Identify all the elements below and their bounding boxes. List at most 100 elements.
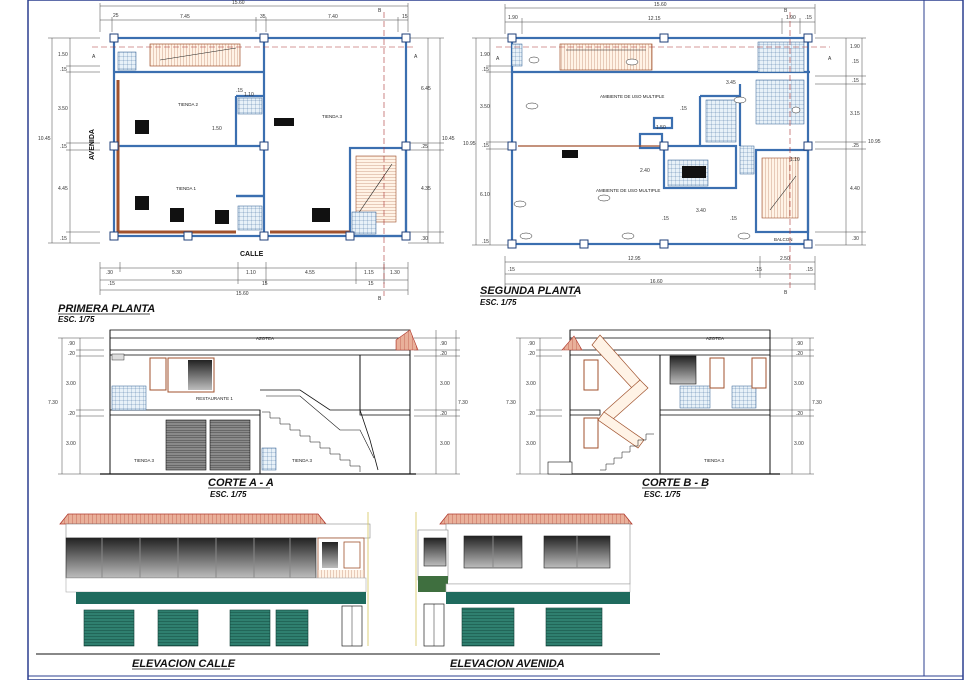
plan2-right-dimensions: 1.90 .15 .15 3.15 .25 4.40 .30 10.95 [815,37,881,246]
plan2-bathroom [705,99,737,143]
dim-text: .15 [508,267,515,273]
section-marker-icon: B [784,290,788,296]
dim-text: .20 [528,351,535,357]
dim-text: 7.40 [328,14,338,20]
corte-bb-title: CORTE B - B [642,477,709,489]
plan2-bathroom [757,41,805,73]
elev-calle-roof [59,513,327,525]
dim-text: 3.00 [440,441,450,447]
dim-text: 10.95 [463,141,476,147]
corte-bb-left-dimensions: .90 .20 3.00 .20 3.00 7.30 [506,337,562,475]
dim-text: .15 [662,216,669,222]
corte-bb-slab [659,409,771,416]
dim-text: .15 [108,281,115,287]
plan1-stair-arrow [159,47,237,61]
dim-text: 1.10 [244,92,254,98]
dim-text: 1.50 [212,126,222,132]
dim-text: 15.60 [654,2,667,8]
elev-avenida-title: ELEVACION AVENIDA [450,658,565,670]
dim-text: 3.45 [726,80,736,86]
dim-text: .20 [528,411,535,417]
dim-text: .20 [440,351,447,357]
corte-aa-wall-tile [111,385,147,411]
plan1-top-dimensions: 15.60 25 7.45 35 7.40 15 [99,0,409,32]
dim-text: .20 [796,411,803,417]
corte-aa-slab [109,349,411,356]
elev-calle-title: ELEVACION CALLE [132,658,236,670]
elevation-avenida: ELEVACION AVENIDA [415,512,633,670]
dim-text: 3.00 [66,441,76,447]
dim-text: 1.90 [508,15,518,21]
dim-text: 4.55 [305,270,315,276]
plan2-stair-top [559,43,653,71]
plan-primera-planta: 15.60 25 7.45 35 7.40 15 1.50 .15 3.50 .… [38,0,455,324]
dim-text: 3.00 [66,381,76,387]
dim-text: 10.45 [442,136,455,142]
dim-text: 3.00 [794,381,804,387]
dim-text: .30 [852,236,859,242]
plan1-stair-core [348,146,408,238]
corte-bb-door [709,357,725,389]
section-marker-icon: A [414,54,418,60]
plan2-title: SEGUNDA PLANTA [480,285,582,297]
dim-text: 15 [402,14,408,20]
section-marker-icon: A [92,54,96,60]
dim-text: .15 [60,144,67,150]
dim-text: 12.15 [648,16,661,22]
section-corte-aa: .90 .20 3.00 .20 3.00 7.30 .90 .20 3.00 … [48,329,468,499]
dim-text: .15 [852,59,859,65]
corte-aa-slab [109,409,261,416]
room-label: BALCON [774,237,793,242]
dim-text: .15 [482,239,489,245]
plan1-counter [274,118,294,126]
dim-text: 3.40 [696,208,706,214]
room-label: AMBIENTE DE USO MULTIPLE [600,94,664,99]
elev-calle-floor-band [65,577,367,593]
plan1-counter [312,208,330,222]
dim-text: 15 [262,281,268,287]
plan-segunda-planta: 15.60 1.90 12.15 1.90 .15 1.90 .15 3.50 … [463,2,881,307]
dim-text: 1.90 [480,52,490,58]
section-marker-icon: A [828,56,832,62]
elev-avenida-floor-band [445,583,631,593]
dim-text: .20 [68,411,75,417]
dim-text: .15 [755,267,762,273]
dim-text: 7.30 [812,400,822,406]
section-label: AZOTEA [256,336,274,341]
room-label: TIENDA 1 [176,186,197,191]
dim-text: 3.00 [526,381,536,387]
plan1-left-dimensions: 1.50 .15 3.50 .15 4.45 .15 10.45 [38,37,100,244]
elev-calle-balcony-rail [318,570,364,580]
elev-calle-balcony-door [343,541,361,569]
plan2-bottom-dimensions: 12.95 2.50 .15 .15 .15 16.60 [504,256,816,290]
dim-text: .25 [421,144,428,150]
dim-text: 2.50 [780,256,790,262]
elev-calle-window-band [65,537,317,579]
dim-text: 10.45 [38,136,51,142]
plan2-columns [507,33,813,249]
dim-text: 1.15 [364,270,374,276]
plan2-closet [638,132,664,150]
dim-text: 3.00 [794,441,804,447]
plan2-kitchen [755,79,805,125]
section-label: TIENDA 3 [292,458,313,463]
section-label: TIENDA 3 [134,458,155,463]
plan2-left-dimensions: 1.90 .15 3.50 .15 6.10 .15 10.95 [463,37,512,246]
corte-bb-stair-steps [600,433,654,471]
elev-avenida-roof [439,513,633,525]
corte-bb-stair-lower [597,411,645,449]
corte-aa-rolling-door [165,419,207,471]
dim-text: 12.95 [628,256,641,262]
dim-text: .20 [68,351,75,357]
plan1-stair-core-steps [355,155,397,223]
dim-text: 10.95 [868,139,881,145]
corte-aa-rolling-door [209,419,251,471]
plan2-stair-core-steps [761,157,799,219]
plan1-bathroom [117,51,137,71]
corte-aa-stair [260,389,379,471]
corte-bb-door [751,357,767,389]
corte-aa-wall-tile [261,447,277,471]
plan1-bottom-dimensions: .30 5.30 1.10 4.55 1.15 1.30 .15 15 15 1… [99,262,409,297]
plan2-furniture [513,56,801,240]
